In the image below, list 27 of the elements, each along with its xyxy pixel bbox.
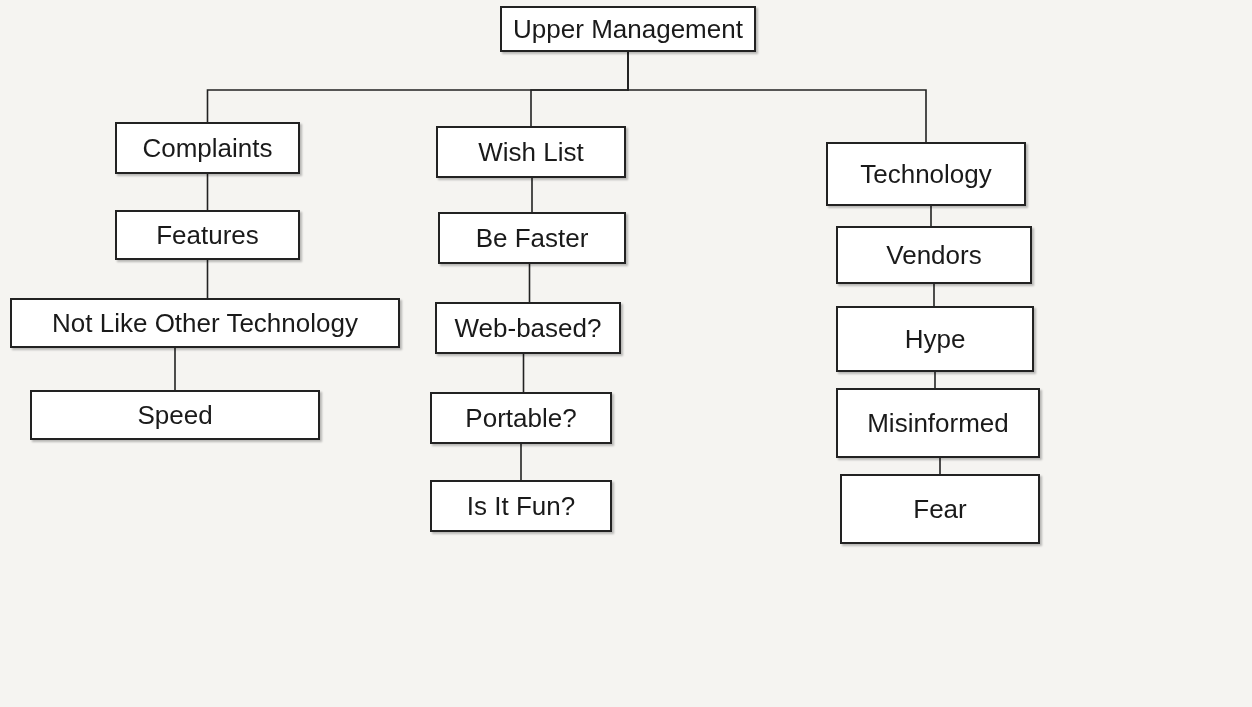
label-box: Upper Management: [500, 6, 756, 52]
label-box: Portable?: [430, 392, 612, 444]
connector-line: [531, 177, 533, 213]
label-box: Not Like Other Technology: [10, 298, 400, 348]
label-box: Features: [115, 210, 300, 260]
label-box: Fear: [840, 474, 1040, 544]
connector-line: [933, 283, 935, 307]
connector-line: [206, 259, 209, 299]
label-box: Technology: [826, 142, 1026, 206]
label-box: Vendors: [836, 226, 1032, 284]
connector-line: [627, 51, 927, 143]
connector-line: [528, 263, 531, 303]
label-box: Web-based?: [435, 302, 621, 354]
label-box: Be Faster: [438, 212, 626, 264]
connector-line: [522, 353, 525, 393]
connector-line: [206, 173, 209, 211]
label-box: Speed: [30, 390, 320, 440]
connector-line: [520, 443, 522, 481]
label-box: Misinformed: [836, 388, 1040, 458]
label-box: Is It Fun?: [430, 480, 612, 532]
connector-line: [930, 205, 932, 227]
connector-line: [934, 371, 936, 389]
label-box: Wish List: [436, 126, 626, 178]
connector-line: [174, 347, 176, 391]
label-box: Complaints: [115, 122, 300, 174]
label-box: Hype: [836, 306, 1034, 372]
connector-line: [939, 457, 941, 475]
